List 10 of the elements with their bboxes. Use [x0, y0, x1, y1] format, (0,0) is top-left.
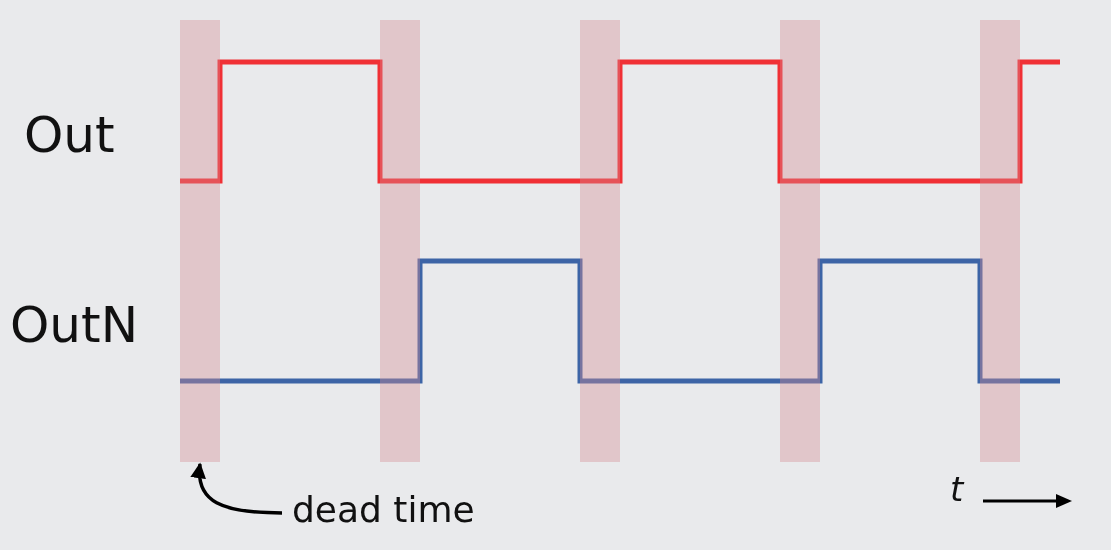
- axis-label: t: [950, 472, 964, 506]
- leader-arrow: [191, 462, 283, 515]
- dead-time-band: [980, 20, 1020, 462]
- dead-time-band: [180, 20, 220, 462]
- dead-time-band: [580, 20, 620, 462]
- signal-label: Out: [24, 110, 115, 160]
- dead-time-band: [780, 20, 820, 462]
- dead-time-band: [380, 20, 420, 462]
- signal-label: OutN: [10, 300, 139, 350]
- annotation-text: dead time: [292, 492, 475, 528]
